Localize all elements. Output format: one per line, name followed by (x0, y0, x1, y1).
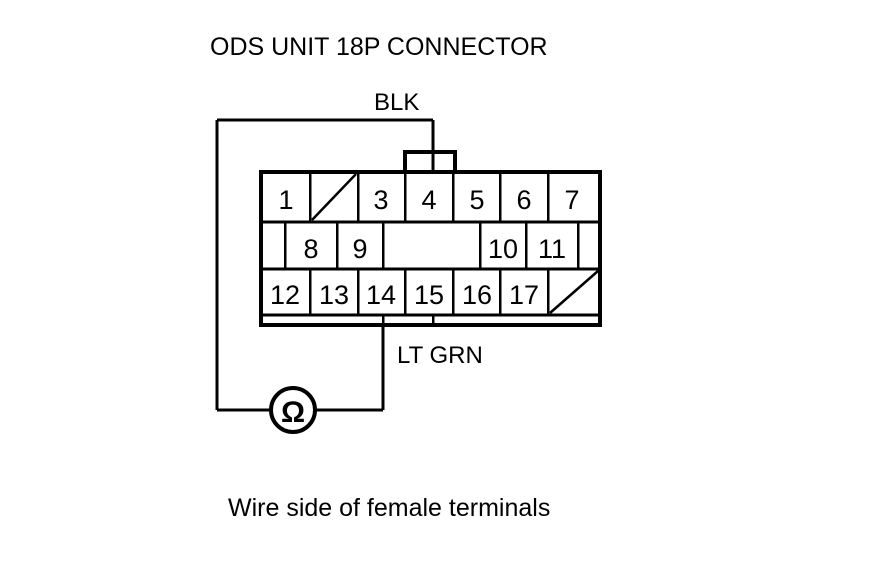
pin-number: 16 (462, 280, 492, 310)
page-title: ODS UNIT 18P CONNECTOR (210, 33, 548, 61)
blank-cell-diagonal (311, 173, 357, 221)
pin-number: 11 (538, 234, 566, 264)
connector-row-2: 8 9 10 11 (283, 222, 580, 269)
pin-number: 7 (564, 185, 579, 215)
lt-grn-wire-path (315, 325, 385, 412)
connector-row-1: 1 3 4 5 6 7 (278, 172, 580, 222)
connector-locking-tab (403, 150, 457, 174)
figure-caption: Wire side of female terminals (228, 494, 550, 522)
wire-label-blk: BLK (374, 89, 419, 116)
pin-number: 4 (421, 185, 436, 215)
pin-number: 12 (270, 280, 300, 310)
pin-number: 17 (509, 280, 539, 310)
pin-number: 5 (469, 185, 484, 215)
blank-cell-diagonal (549, 270, 599, 314)
pin-number: 14 (366, 280, 396, 310)
ohm-glyph: Ω (281, 396, 305, 429)
connector-row-3: 12 13 14 15 16 17 (270, 269, 599, 315)
connector-bottom-strip (381, 315, 435, 325)
pin-number: 10 (488, 234, 518, 264)
pin-number: 15 (414, 280, 444, 310)
pin-number: 8 (303, 234, 318, 264)
connector-body (259, 170, 602, 327)
ohmmeter-circle (269, 386, 317, 434)
pin-number: 6 (516, 185, 531, 215)
wire-label-lt-grn: LT GRN (397, 342, 483, 369)
ohmmeter-symbol: Ω (269, 386, 317, 434)
pin-number: 13 (319, 280, 349, 310)
connector-row-dividers (261, 220, 600, 317)
blk-wire-path (215, 118, 435, 412)
pin-number: 9 (352, 234, 367, 264)
pin-number: 1 (278, 185, 293, 215)
pin-number: 3 (373, 185, 388, 215)
